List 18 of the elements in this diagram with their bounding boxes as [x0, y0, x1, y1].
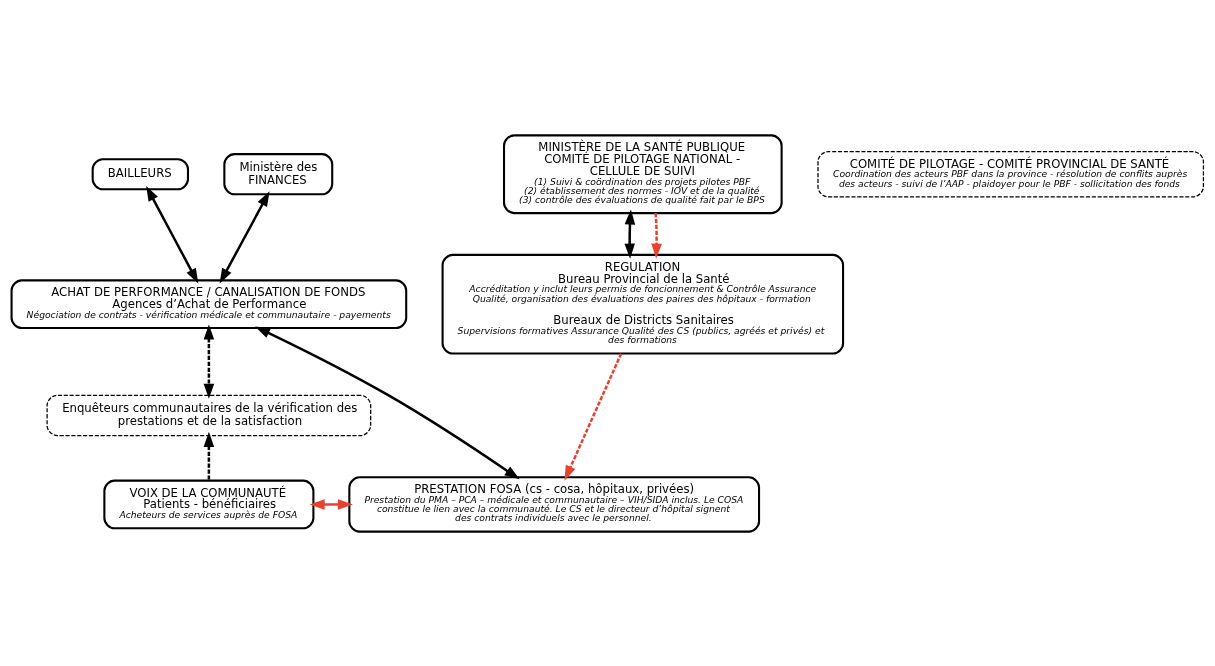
arrow	[203, 324, 215, 399]
node-box: PRESTATION FOSA (cs - cosa, hôpitaux, privées) Prestation du PMA – PCA – médicale et communautaire – VIH/SIDA inclus. Le COSA constitue le lien avec la communauté. Le CS et le directeur d’hôpital signent des contrats individuels avec le personnel.	[348, 475, 761, 533]
arrow	[651, 212, 662, 259]
arrow	[219, 190, 270, 284]
node-box: REGULATION Bureau Provincial de la Santé Accréditation y inclut leurs permis de foncionnement & Contrôle Assurance Qualité, organisation des évaluations des paires des hôpitaux - formation Bureaux de Districts Sanitaires Supervisions formatives Assurance Qualité des CS (publics, agréés et privés) et des formations	[441, 253, 845, 355]
node-box: VOIX DE LA COMMUNAUTÉ Patients - bénéficiaires Acheteurs de services auprès de FOSA	[103, 479, 315, 529]
node-box: Enquêteurs communautaires de la vérification des prestations et de la satisfaction	[46, 394, 372, 436]
arrow	[624, 208, 636, 259]
arrow	[203, 431, 215, 481]
node-box: MINISTÈRE DE LA SANTÉ PUBLIQUE COMITÉ DE PILOTAGE NATIONAL - CELLULE DE SUIVI (1) Suivi & coördination des projets pilotes PBF (2) établissement des normes - IOV et de la qualité (3) contrôle des évaluations de qualité fait par le BPS	[503, 133, 783, 214]
node-box: COMITÉ DE PILOTAGE - COMITÉ PROVINCIAL DE SANTÉ Coordination des acteurs PBF dans la province - résolution de conflits auprès des acteurs - suivi de l’AAP - plaidoyer pour le PBF - sollicitation des fonds	[817, 150, 1205, 197]
node-box: ACHAT DE PERFORMANCE / CANALISATION DE FONDS Agences d’Achat de Performance Négociation de contrats - vérification médicale et communautaire - payements	[10, 278, 408, 329]
arrow	[564, 352, 623, 481]
arrow	[309, 498, 353, 510]
arrow	[146, 185, 199, 284]
node-box: BAILLEURS	[91, 157, 190, 190]
node-box: Ministère des FINANCES	[223, 152, 334, 195]
arrow	[255, 325, 520, 479]
